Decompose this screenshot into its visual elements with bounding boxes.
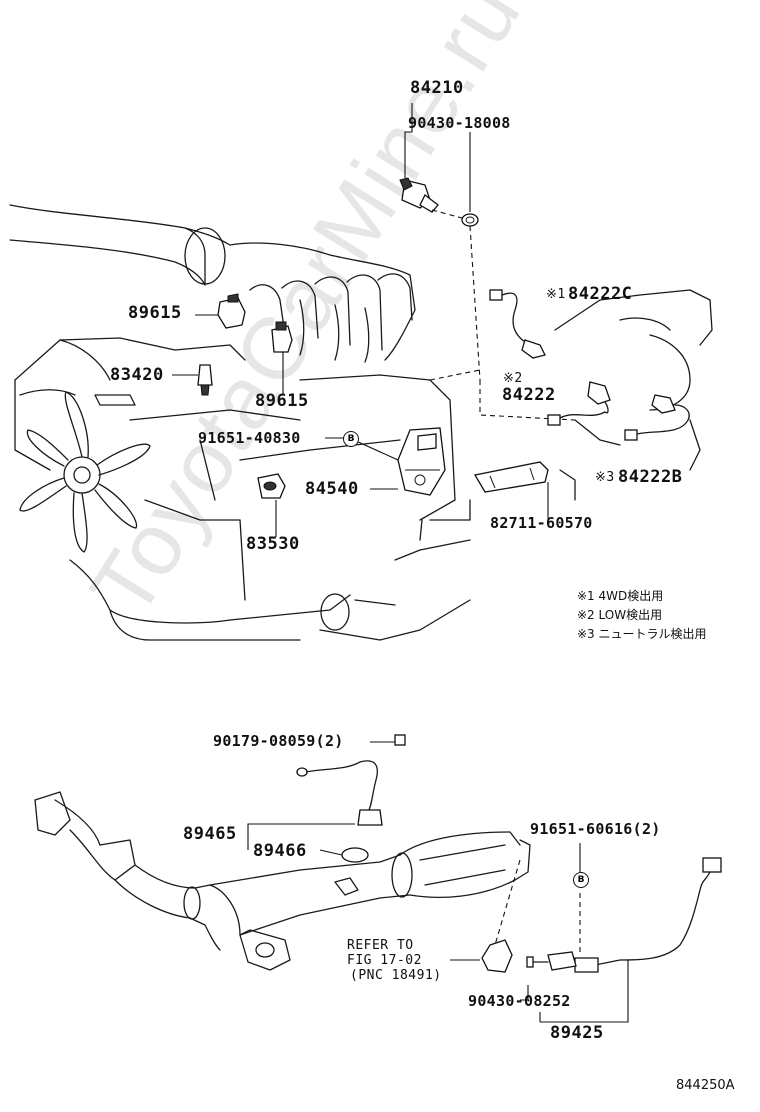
- label-89466: 89466: [253, 841, 307, 861]
- engine-outline: [9, 204, 471, 641]
- label-84210: 84210: [410, 78, 464, 98]
- figure-id: 844250A: [676, 1078, 735, 1093]
- refer-line-2: FIG 17-02: [347, 953, 422, 968]
- mark-84222C: ※1: [546, 287, 566, 302]
- mark-84222B: ※3: [595, 470, 615, 485]
- label-90179-08059: 90179-08059(2): [213, 732, 344, 750]
- part-84210-switch: [399, 177, 439, 213]
- part-84222B-switch: [624, 394, 690, 441]
- label-89465: 89465: [183, 824, 237, 844]
- note-3: ※3 ニュートラル検出用: [577, 627, 707, 641]
- part-89466-gasket: [341, 847, 369, 863]
- label-89615-b: 89615: [255, 391, 309, 411]
- note-1: ※1 4WD検出用: [577, 589, 664, 603]
- fan: [19, 391, 151, 553]
- note-2: ※2 LOW検出用: [577, 608, 663, 622]
- label-83420: 83420: [110, 365, 164, 385]
- part-89615-sensor-a: [217, 293, 246, 329]
- part-83420-sender: [197, 364, 213, 396]
- label-84222C: 84222C: [568, 284, 633, 304]
- label-84540: 84540: [305, 479, 359, 499]
- label-84222B: 84222B: [618, 467, 683, 487]
- part-84222C-switch: [489, 289, 546, 359]
- part-82711-60570-clamp: [473, 461, 549, 493]
- label-82711-60570: 82711-60570: [490, 514, 593, 532]
- exhaust-pipe: [34, 791, 531, 973]
- part-89465-oxygen-sensor: [296, 734, 406, 826]
- label-91651-40830: 91651-40830: [198, 429, 301, 447]
- label-90430-08252: 90430-08252: [468, 992, 571, 1010]
- label-89425: 89425: [550, 1023, 604, 1043]
- part-89425-oxygen-sensor: [526, 857, 722, 973]
- part-83530-switch: [257, 473, 286, 499]
- bolt-symbol-b-lower: B: [573, 872, 589, 888]
- label-84222: 84222: [502, 385, 556, 405]
- mark-84222: ※2: [503, 371, 523, 386]
- part-90430-18008-gasket: [461, 213, 479, 227]
- part-84222-switch: [547, 381, 611, 426]
- label-83530: 83530: [246, 534, 300, 554]
- label-91651-60616: 91651-60616(2): [530, 820, 661, 838]
- part-84540-switch: [397, 427, 446, 496]
- label-89615-a: 89615: [128, 303, 182, 323]
- bolt-symbol-b: B: [343, 431, 359, 447]
- part-89615-sensor-b: [271, 321, 293, 353]
- refer-line-1: REFER TO: [347, 938, 414, 953]
- refer-line-3: (PNC 18491): [350, 968, 442, 983]
- label-90430-18008: 90430-18008: [408, 114, 511, 132]
